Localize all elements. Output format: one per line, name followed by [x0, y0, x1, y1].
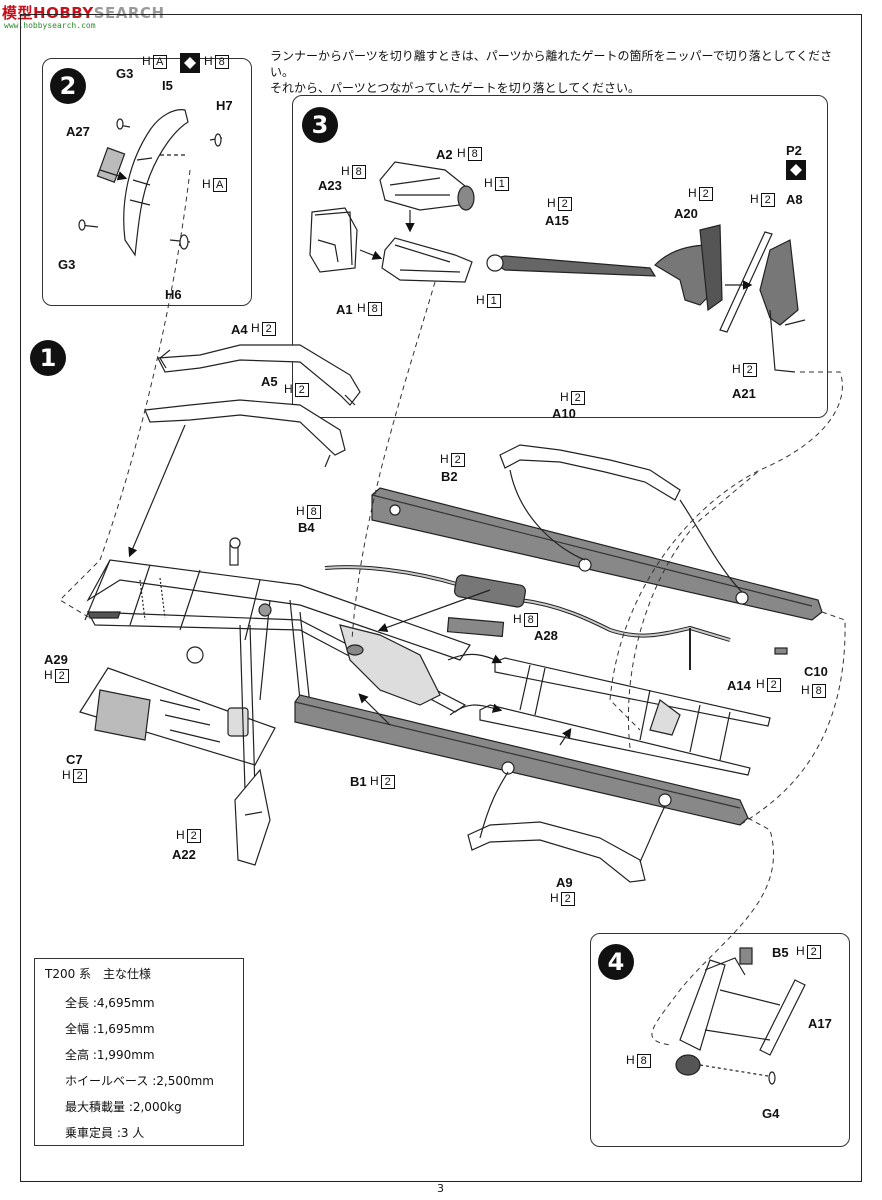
part-label-a9: A9	[556, 875, 573, 890]
part-label-c7: C7	[66, 752, 83, 767]
step-3-badge: 3	[302, 107, 338, 143]
part-label-p2: P2	[786, 143, 802, 158]
runner-p-icon	[786, 160, 806, 180]
part-label-b2: B2	[441, 469, 458, 484]
runner-p-icon	[180, 53, 200, 73]
spec-row: 乗車定員 :3 人	[65, 1126, 145, 1140]
part-label-h7: H7	[216, 98, 233, 113]
spec-row: 全長 :4,695mm	[65, 996, 155, 1010]
part-label-a22: A22	[172, 847, 196, 862]
spec-title: T200 系 主な仕様	[45, 967, 152, 981]
spec-row: 全幅 :1,695mm	[65, 1022, 155, 1036]
watermark-url: www.hobbysearch.com	[4, 21, 96, 30]
part-label-a23: A23	[318, 178, 342, 193]
part-label-b1: B1	[350, 774, 367, 789]
step-2-badge: 2	[50, 68, 86, 104]
spec-table: T200 系 主な仕様 全長 :4,695mm 全幅 :1,695mm 全高 :…	[34, 958, 244, 1146]
part-label-a10: A10	[552, 406, 576, 421]
part-label-b4: B4	[298, 520, 315, 535]
part-label-b5: B5	[772, 945, 789, 960]
page-border	[20, 14, 862, 1182]
part-label-a20: A20	[674, 206, 698, 221]
part-label-a27: A27	[66, 124, 90, 139]
part-label-h6: H6	[165, 287, 182, 302]
part-label-a1: A1	[336, 302, 353, 317]
step-1-badge: 1	[30, 340, 66, 376]
step4-box	[590, 933, 850, 1147]
part-label-g4: G4	[762, 1106, 780, 1121]
part-label-i5: I5	[162, 78, 173, 93]
part-label-a14: A14	[727, 678, 751, 693]
spec-row: ホイールベース :2,500mm	[65, 1074, 214, 1088]
spec-row: 全高 :1,990mm	[65, 1048, 155, 1062]
instruction-note: ランナーからパーツを切り離すときは、パーツから離れたゲートの箇所をニッパーで切り…	[270, 49, 833, 95]
part-label-g3-bottom: G3	[58, 257, 76, 272]
part-label-g3-top: G3	[116, 66, 134, 81]
part-label-a15: A15	[545, 213, 569, 228]
part-label-a28: A28	[534, 628, 558, 643]
part-label-c10: C10	[804, 664, 828, 679]
step2-box	[42, 58, 252, 306]
step3-box	[292, 95, 828, 418]
part-label-a17: A17	[808, 1016, 832, 1031]
part-label-a29: A29	[44, 652, 68, 667]
part-label-a5: A5	[261, 374, 278, 389]
part-label-a2: A2	[436, 147, 453, 162]
part-label-a21: A21	[732, 386, 756, 401]
page-number: 3	[437, 1182, 444, 1195]
spec-row: 最大積載量 :2,000kg	[65, 1100, 182, 1114]
step-4-badge: 4	[598, 944, 634, 980]
part-label-a8: A8	[786, 192, 803, 207]
watermark-logo: 模型HOBBYSEARCH	[2, 4, 165, 22]
part-label-a4: A4	[231, 322, 248, 337]
